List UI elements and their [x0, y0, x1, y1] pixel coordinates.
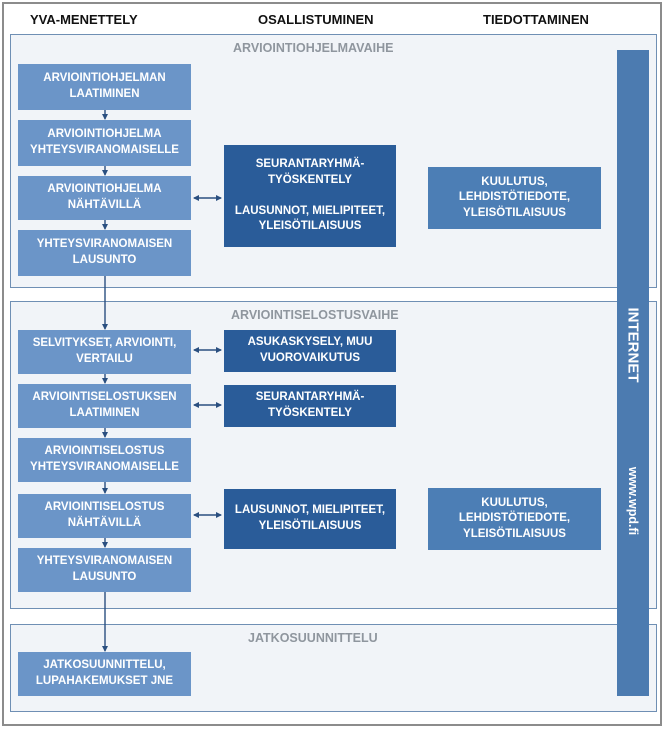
procedure-step-studies-assessment: SELVITYKSET, ARVIOINTI, VERTAILU	[18, 330, 191, 374]
communication-box-announcement-1: KUULUTUS, LEHDISTÖTIEDOTE, YLEISÖTILAISU…	[428, 167, 601, 229]
internet-bar: INTERNET www.wpd.fi	[617, 50, 649, 696]
column-header-participation: OSALLISTUMINEN	[258, 12, 374, 27]
procedure-step-program-on-display: ARVIOINTIOHJELMA NÄHTÄVILLÄ	[18, 176, 191, 220]
phase-program-title: ARVIOINTIOHJELMAVAIHE	[233, 41, 394, 55]
procedure-step-report-to-authority: ARVIOINTISELOSTUS YHTEYSVIRANOMAISELLE	[18, 438, 191, 482]
procedure-step-further-planning: JATKOSUUNNITTELU, LUPAHAKEMUKSET JNE	[18, 652, 191, 696]
procedure-step-report-on-display: ARVIOINTISELOSTUS NÄHTÄVILLÄ	[18, 494, 191, 538]
column-header-communication: TIEDOTTAMINEN	[483, 12, 589, 27]
participation-box-resident-survey: ASUKASKYSELY, MUU VUOROVAIKUTUS	[224, 330, 396, 372]
communication-box-announcement-2: KUULUTUS, LEHDISTÖTIEDOTE, YLEISÖTILAISU…	[428, 488, 601, 550]
procedure-step-report-drafting: ARVIOINTISELOSTUKSEN LAATIMINEN	[18, 384, 191, 428]
phase-report-title: ARVIOINTISELOSTUSVAIHE	[231, 308, 399, 322]
internet-label: INTERNET	[624, 307, 642, 383]
participation-box-statements-opinions: LAUSUNNOT, MIELIPITEET, YLEISÖTILAISUUS	[224, 489, 396, 549]
participation-box-steering-group: SEURANTARYHMÄ- TYÖSKENTELY	[224, 385, 396, 427]
procedure-step-program-to-authority: ARVIOINTIOHJELMA YHTEYSVIRANOMAISELLE	[18, 120, 191, 166]
participation-box-steering-statements: SEURANTARYHMÄ- TYÖSKENTELY LAUSUNNOT, MI…	[224, 145, 396, 247]
phase-further-planning-title: JATKOSUUNNITTELU	[248, 631, 378, 645]
procedure-step-program-drafting: ARVIOINTIOHJELMAN LAATIMINEN	[18, 64, 191, 110]
internet-url: www.wpd.fi	[626, 466, 640, 536]
procedure-step-authority-statement-1: YHTEYSVIRANOMAISEN LAUSUNTO	[18, 230, 191, 276]
procedure-step-authority-statement-2: YHTEYSVIRANOMAISEN LAUSUNTO	[18, 548, 191, 592]
column-header-procedure: YVA-MENETTELY	[30, 12, 138, 27]
